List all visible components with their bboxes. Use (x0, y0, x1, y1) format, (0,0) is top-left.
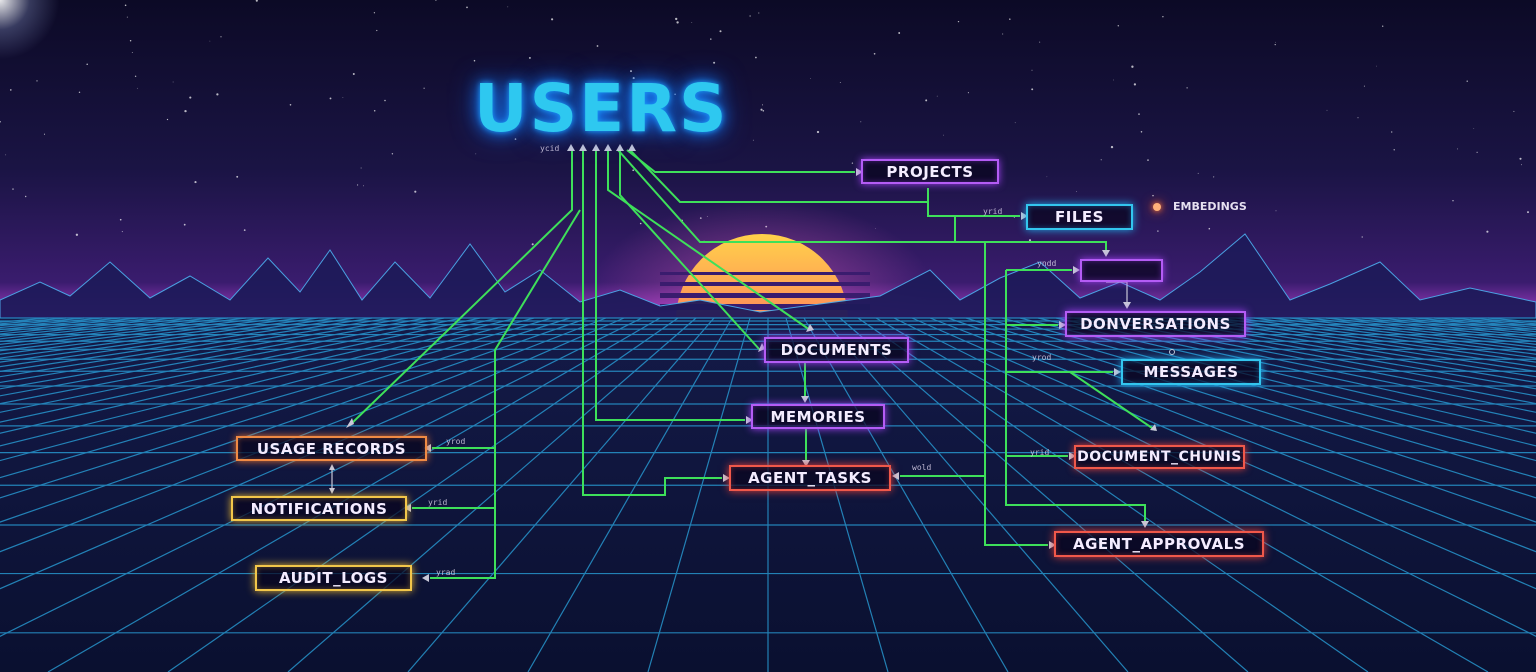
link-users-documents-2 (619, 150, 761, 351)
audit-link-label: yrad (436, 568, 456, 577)
usage-link-label: yrod (446, 437, 466, 446)
chunks-link-label: yrid (1030, 448, 1050, 457)
link-users-usage (349, 150, 573, 426)
link-files-box (954, 216, 1107, 252)
node-documents[interactable]: DOCUMENTS (764, 337, 909, 363)
link-approvals-branch (1005, 270, 1146, 525)
embeddings-label: EMBEDINGS (1173, 200, 1247, 213)
link-users-projects-branch (629, 149, 929, 203)
users-uid-label: ycid (540, 144, 560, 153)
arrowheads (346, 144, 1157, 582)
node-embeddings[interactable]: EMBEDINGS (1153, 200, 1247, 213)
node-usage-records[interactable]: USAGE RECORDS (236, 436, 427, 461)
node-files[interactable]: FILES (1026, 204, 1133, 230)
files-link-label: yrid (983, 207, 1003, 216)
notifications-link-label: yrid (428, 498, 448, 507)
link-to-files (927, 202, 1020, 217)
relationship-links (349, 149, 1156, 579)
node-unlabeled-box[interactable] (1080, 259, 1163, 282)
node-conversations[interactable]: DONVERSATIONS (1065, 311, 1246, 337)
node-audit-logs[interactable]: AUDIT_LOGS (255, 565, 412, 591)
node-document-chunks[interactable]: DOCUMENT_CHUNIS (1074, 445, 1245, 469)
node-memories[interactable]: MEMORIES (751, 404, 885, 429)
node-projects[interactable]: PROJECTS (861, 159, 999, 184)
node-messages[interactable]: MESSAGES (1121, 359, 1261, 385)
tasks-link-label: wold (912, 463, 932, 472)
link-users-memories (595, 150, 745, 421)
link-box-conversations (1106, 281, 1128, 306)
link-users-agent-tasks (582, 150, 722, 496)
link-users-audit (430, 209, 581, 579)
link-users-documents (607, 150, 811, 331)
link-users-files-branch (617, 149, 955, 243)
users-title: USERS (474, 70, 729, 147)
conversations-link-label: yndd (1037, 259, 1057, 268)
link-to-agent-approvals (984, 242, 1048, 546)
node-agent-tasks[interactable]: AGENT_TASKS (729, 465, 891, 491)
embeddings-dot-icon (1153, 202, 1161, 211)
node-agent-approvals[interactable]: AGENT_APPROVALS (1054, 531, 1264, 557)
messages-link-label: yrod (1032, 353, 1052, 362)
node-notifications[interactable]: NOTIFICATIONS (231, 496, 407, 521)
link-to-messages-chunks (1069, 371, 1156, 431)
